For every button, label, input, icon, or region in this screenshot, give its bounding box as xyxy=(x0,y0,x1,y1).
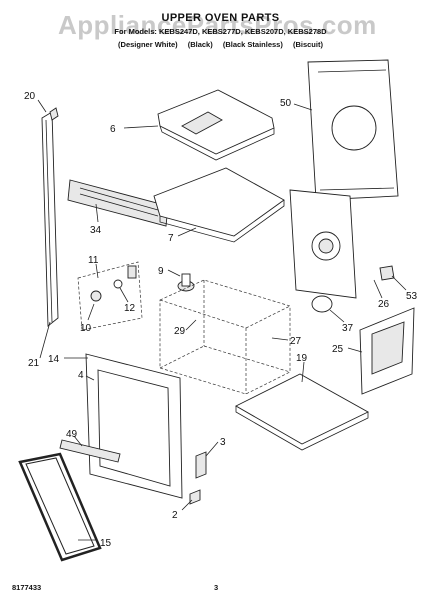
callout-20: 20 xyxy=(24,91,36,102)
part-6-top-cover xyxy=(157,89,275,161)
callout-11: 11 xyxy=(88,255,99,266)
callout-50: 50 xyxy=(280,98,292,109)
callout-27: 27 xyxy=(290,336,302,347)
color-black-stainless: (Black Stainless) xyxy=(222,40,283,49)
callout-53: 53 xyxy=(406,291,418,302)
part-11-knob-group xyxy=(77,261,143,331)
callout-10: 10 xyxy=(80,323,92,334)
leader-lines xyxy=(37,99,407,541)
callout-labels: 20 6 50 34 7 11 9 26 53 12 10 37 29 27 1… xyxy=(24,91,418,549)
callout-9: 9 xyxy=(158,266,164,277)
callout-21: 21 xyxy=(28,358,40,369)
right-bracket-assembly xyxy=(289,189,395,299)
callout-12: 12 xyxy=(124,303,136,314)
part-7-top-plate xyxy=(153,167,285,243)
callout-3: 3 xyxy=(220,437,226,448)
callout-7: 7 xyxy=(168,233,174,244)
watermark: AppliancePartsPros.com xyxy=(58,10,377,40)
callout-26: 26 xyxy=(378,299,390,310)
color-biscuit: (Biscuit) xyxy=(292,40,323,49)
color-list: (Designer White) (Black) (Black Stainles… xyxy=(0,40,441,49)
callout-6: 6 xyxy=(110,124,116,135)
callout-4: 4 xyxy=(78,370,84,381)
callout-19: 19 xyxy=(296,353,308,364)
document-number: 8177433 xyxy=(12,583,42,592)
part-20-21-side-trim xyxy=(41,107,59,327)
page-number: 3 xyxy=(214,583,219,592)
part-49-trim xyxy=(59,439,121,463)
callout-34: 34 xyxy=(90,225,102,236)
callout-14: 14 xyxy=(48,354,60,365)
color-black: (Black) xyxy=(187,40,213,49)
callout-49: 49 xyxy=(66,429,78,440)
part-27-oven-cavity xyxy=(159,279,291,395)
part-3-bracket xyxy=(195,451,207,479)
color-designer-white: (Designer White) xyxy=(118,40,178,49)
part-2-bracket xyxy=(189,489,201,505)
callout-15: 15 xyxy=(100,538,112,549)
part-50-rear-panel xyxy=(307,59,399,201)
model-list: For Models: KEBS247D, KEBS277D, KEBS207D… xyxy=(114,27,327,36)
callout-25: 25 xyxy=(332,344,344,355)
part-19-bottom-tray xyxy=(235,373,369,451)
part-9-sensor xyxy=(177,273,195,292)
part-37-ring xyxy=(311,295,333,313)
diagram-title: UPPER OVEN PARTS xyxy=(161,12,280,24)
part-34-control-strip xyxy=(67,179,169,227)
part-14-door-frame xyxy=(85,353,183,499)
callout-2: 2 xyxy=(172,510,178,521)
callout-29: 29 xyxy=(174,326,186,337)
part-25-side-panel xyxy=(359,307,415,395)
callout-37: 37 xyxy=(342,323,354,334)
part-15-door-gasket xyxy=(18,452,102,562)
